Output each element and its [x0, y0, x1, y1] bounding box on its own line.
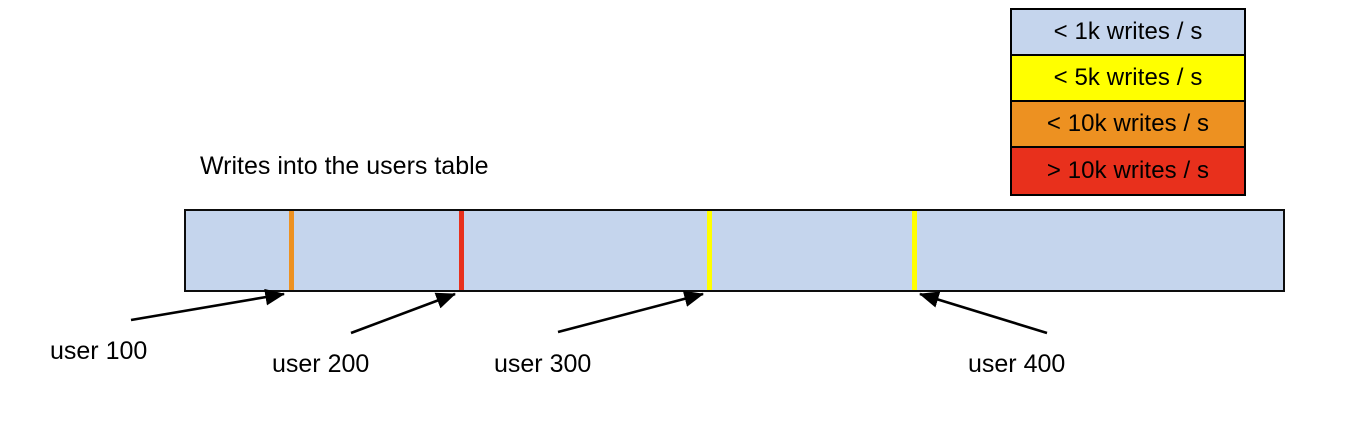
legend-row-lt-10k: < 10k writes / s: [1012, 102, 1244, 148]
legend-row-gt-10k: > 10k writes / s: [1012, 148, 1244, 194]
legend-row-lt-5k: < 5k writes / s: [1012, 56, 1244, 102]
arrow-user-400: [919, 291, 1048, 335]
legend: < 1k writes / s < 5k writes / s < 10k wr…: [1010, 8, 1246, 196]
label-user-400: user 400: [968, 350, 1066, 378]
users-table-bar: [184, 209, 1285, 292]
label-user-100: user 100: [50, 337, 148, 365]
marker-user-400: [912, 211, 917, 290]
arrow-user-300: [557, 290, 705, 334]
label-user-200: user 200: [272, 350, 370, 378]
legend-label-lt-10k: < 10k writes / s: [1046, 110, 1210, 137]
marker-user-100: [289, 211, 294, 290]
legend-row-lt-1k: < 1k writes / s: [1012, 10, 1244, 56]
legend-label-gt-10k: > 10k writes / s: [1046, 157, 1210, 184]
arrow-user-200: [350, 292, 456, 335]
legend-label-lt-5k: < 5k writes / s: [1053, 64, 1203, 91]
label-user-300: user 300: [494, 350, 592, 378]
legend-label-lt-1k: < 1k writes / s: [1053, 18, 1203, 45]
arrow-user-100: [130, 288, 286, 322]
marker-user-200: [459, 211, 464, 290]
marker-user-300: [707, 211, 712, 290]
chart-title: Writes into the users table: [200, 152, 489, 180]
